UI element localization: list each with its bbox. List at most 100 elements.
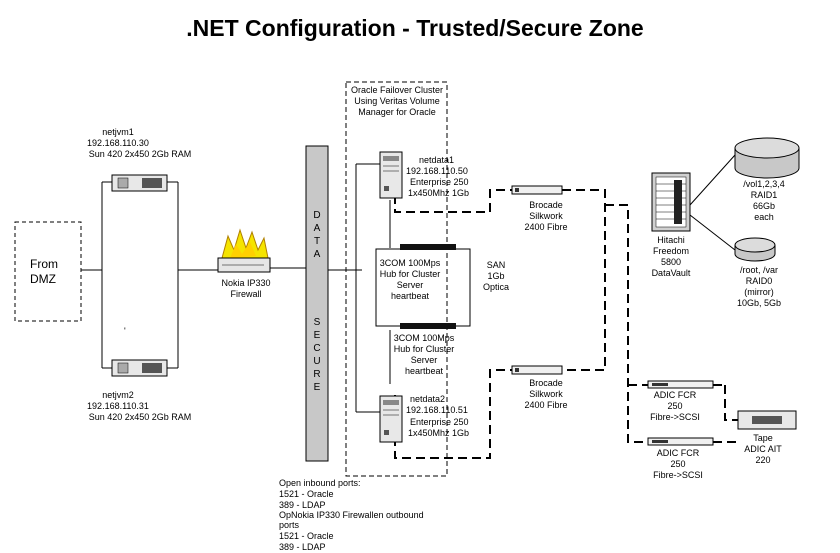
tape-label-3: 220 bbox=[755, 455, 770, 465]
adic1-label-1: ADIC FCR bbox=[654, 390, 697, 400]
netjvm1-name: netjvm1 bbox=[102, 127, 134, 137]
zone-data-letter: D bbox=[313, 210, 320, 221]
netdata1-server-icon bbox=[379, 151, 403, 199]
ports-note: Open inbound ports: 1521 - Oracle 389 - … bbox=[279, 478, 424, 552]
hitachi-label-4: DataVault bbox=[652, 268, 691, 278]
hub2-label-4: heartbeat bbox=[405, 366, 444, 376]
diagram-title: .NET Configuration - Trusted/Secure Zone bbox=[186, 15, 643, 41]
netdata2-server-icon bbox=[379, 395, 403, 443]
cluster-label-2: Using Veritas Volume bbox=[354, 96, 440, 106]
brocade1-label-1: Brocade bbox=[529, 200, 563, 210]
adic2-label-3: Fibre->SCSI bbox=[653, 470, 703, 480]
netdata1-spec: 1x450Mhz 1Gb bbox=[408, 188, 469, 198]
ports-note-line: 1521 - Oracle bbox=[279, 489, 334, 499]
netdata2-name: netdata2 bbox=[410, 394, 445, 404]
hub1-label-1: 3COM 100Mps bbox=[380, 258, 441, 268]
hitachi-label-1: Hitachi bbox=[657, 235, 685, 245]
adic1-label-2: 250 bbox=[667, 401, 682, 411]
from-dmz-label-2: DMZ bbox=[30, 272, 56, 286]
disk2-label-3: (mirror) bbox=[744, 287, 774, 297]
netjvm1-spec: Sun 420 2x450 2Gb RAM bbox=[89, 149, 192, 159]
disk2-label-2: RAID0 bbox=[746, 276, 773, 286]
netjvm1-server-icon bbox=[111, 174, 168, 192]
adic1-router-icon bbox=[647, 380, 714, 389]
brocade2-label-1: Brocade bbox=[529, 378, 563, 388]
san-label-2: 1Gb bbox=[487, 271, 504, 281]
netdata1-ip: 192.168.110.50 bbox=[406, 166, 468, 176]
zone-secure-letter: E bbox=[314, 330, 321, 341]
zone-secure-letter: C bbox=[313, 343, 320, 354]
netjvm2-ip: 192.168.110.31 bbox=[87, 401, 149, 411]
stray-mark: ' bbox=[124, 326, 126, 336]
disk1-label-4: each bbox=[754, 212, 774, 222]
zone-data-letter: A bbox=[314, 249, 321, 260]
netjvm2-spec: Sun 420 2x450 2Gb RAM bbox=[89, 412, 192, 422]
ports-note-line: 1521 - Oracle bbox=[279, 531, 334, 541]
netdata1-model: Enterprise 250 bbox=[410, 177, 469, 187]
brocade2-label-3: 2400 Fibre bbox=[524, 400, 567, 410]
ports-note-line: 389 - LDAP bbox=[279, 500, 326, 510]
zone-secure-letter: R bbox=[313, 369, 320, 380]
zone-data-letter: T bbox=[314, 236, 320, 247]
hitachi-label-2: Freedom bbox=[653, 246, 689, 256]
netdata2-model: Enterprise 250 bbox=[410, 417, 469, 427]
hub1-label-2: Hub for Cluster bbox=[380, 269, 441, 279]
ports-note-line: Open inbound ports: bbox=[279, 478, 361, 488]
adic1-label-3: Fibre->SCSI bbox=[650, 412, 700, 422]
hub2-label-3: Server bbox=[411, 355, 438, 365]
brocade1-switch-icon bbox=[511, 185, 563, 195]
zone-secure-letter: E bbox=[314, 382, 321, 393]
disk2-label-4: 10Gb, 5Gb bbox=[737, 298, 781, 308]
cluster-label-3: Manager for Oracle bbox=[358, 107, 436, 117]
tape-label-2: ADIC AIT bbox=[744, 444, 782, 454]
zone-secure-letter: S bbox=[314, 317, 321, 328]
hub1-icon bbox=[400, 244, 456, 250]
disk1-label-2: RAID1 bbox=[751, 190, 778, 200]
netdata2-ip: 192.168.110.51 bbox=[406, 405, 468, 415]
hitachi-storage-icon bbox=[651, 172, 691, 232]
hub2-label-1: 3COM 100Mps bbox=[394, 333, 455, 343]
zone-data-letter: A bbox=[314, 223, 321, 234]
firewall-label-1: Nokia IP330 bbox=[221, 278, 270, 288]
oracle-cluster-boundary bbox=[345, 81, 448, 477]
hub1-label-4: heartbeat bbox=[391, 291, 430, 301]
brocade2-switch-icon bbox=[511, 365, 563, 375]
tape-label-1: Tape bbox=[753, 433, 773, 443]
disk1-label-3: 66Gb bbox=[753, 201, 775, 211]
from-dmz-label-1: From bbox=[30, 257, 58, 271]
from-dmz-box bbox=[14, 221, 82, 322]
brocade2-label-2: Silkwork bbox=[529, 389, 563, 399]
brocade1-label-3: 2400 Fibre bbox=[524, 222, 567, 232]
adic2-label-2: 250 bbox=[670, 459, 685, 469]
link-hitachi-disk1 bbox=[689, 154, 736, 206]
network-links bbox=[81, 163, 471, 413]
ports-note-line: OpNokia IP330 Firewallen outbound bbox=[279, 510, 424, 520]
netdata2-spec: 1x450Mhz 1Gb bbox=[408, 428, 469, 438]
hitachi-label-3: 5800 bbox=[661, 257, 681, 267]
san-label-3: Optica bbox=[483, 282, 509, 292]
netjvm2-server-icon bbox=[111, 359, 168, 377]
hub1-label-3: Server bbox=[397, 280, 424, 290]
link-hitachi-disk2 bbox=[689, 214, 736, 251]
adic2-router-icon bbox=[647, 437, 714, 446]
ports-note-line: 389 - LDAP bbox=[279, 542, 326, 552]
ports-note-line: ports bbox=[279, 520, 300, 530]
hub2-icon bbox=[400, 323, 456, 329]
firewall-label-2: Firewall bbox=[230, 289, 261, 299]
zone-secure-letter: U bbox=[313, 356, 320, 367]
cluster-label-1: Oracle Failover Cluster bbox=[351, 85, 443, 95]
firewall-icon bbox=[217, 228, 271, 273]
tape-drive-icon bbox=[737, 410, 797, 430]
brocade1-label-2: Silkwork bbox=[529, 211, 563, 221]
hub2-label-2: Hub for Cluster bbox=[394, 344, 455, 354]
san-label-1: SAN bbox=[487, 260, 506, 270]
disk2-label-1: /root, /var bbox=[740, 265, 778, 275]
adic2-label-1: ADIC FCR bbox=[657, 448, 700, 458]
netdata1-name: netdata1 bbox=[419, 155, 454, 165]
zone-label-data: D A T A bbox=[313, 210, 320, 260]
disk1-label-1: /vol1,2,3,4 bbox=[743, 179, 785, 189]
netjvm2-name: netjvm2 bbox=[102, 390, 134, 400]
disk2-icon bbox=[734, 237, 776, 262]
disk1-icon bbox=[734, 137, 800, 179]
